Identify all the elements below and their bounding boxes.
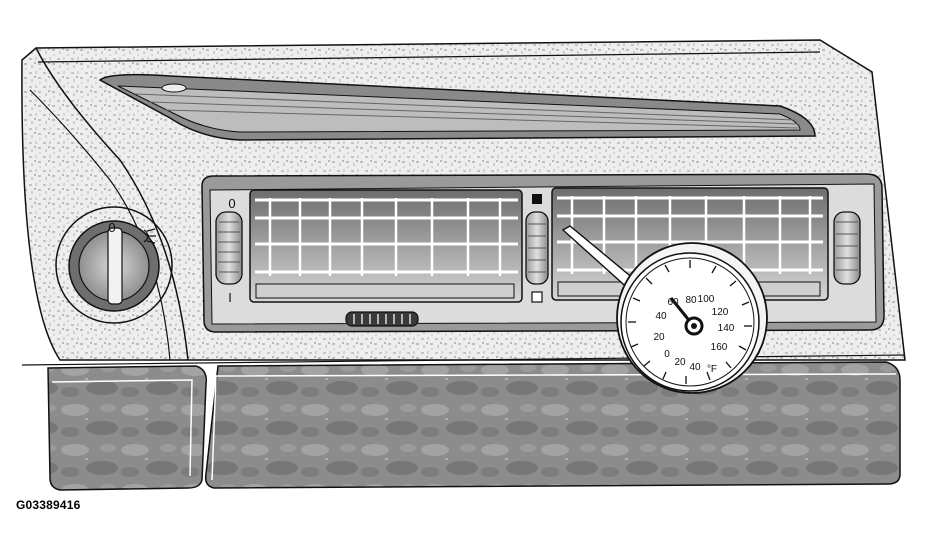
headlamp-off-label: 0: [108, 220, 115, 235]
left-vent-thumbwheel[interactable]: 0 I: [215, 196, 243, 305]
right-vent-thumbwheel[interactable]: [833, 211, 861, 285]
left-wood-trim: [47, 365, 208, 491]
temperature-unit: °F: [707, 364, 717, 375]
scale-outer-140: 140: [718, 323, 735, 334]
scale-inner-20-low: 20: [674, 357, 686, 368]
scale-outer-100: 100: [698, 294, 715, 305]
scale-inner-0: 0: [664, 349, 670, 360]
right-wood-trim: [204, 361, 901, 489]
defroster-vent: [98, 73, 816, 141]
scale-outer-120: 120: [712, 307, 729, 318]
scale-inner-40-low: 40: [689, 362, 701, 373]
horizontal-vent-thumbwheel[interactable]: [345, 311, 419, 327]
figure-id: G03389416: [16, 498, 81, 512]
scale-outer-160: 160: [711, 342, 728, 353]
open-indicator-icon: [531, 291, 543, 303]
left-air-vent[interactable]: [249, 189, 523, 303]
closed-indicator-icon: [532, 194, 542, 204]
parking-lamp-icon: [143, 228, 156, 244]
thumbwheel-top-label: 0: [228, 196, 235, 211]
center-vent-thumbwheel[interactable]: [525, 194, 549, 303]
thumbwheel-bottom-label: I: [228, 290, 232, 305]
scale-outer-80: 80: [685, 295, 697, 306]
headlamp-switch[interactable]: 0: [55, 206, 173, 324]
dial-thermometer: 60 80 100 120 140 160 40 20 0 20 40 °F: [561, 225, 768, 394]
scale-inner-40: 40: [655, 311, 667, 322]
scale-inner-20: 20: [653, 332, 665, 343]
